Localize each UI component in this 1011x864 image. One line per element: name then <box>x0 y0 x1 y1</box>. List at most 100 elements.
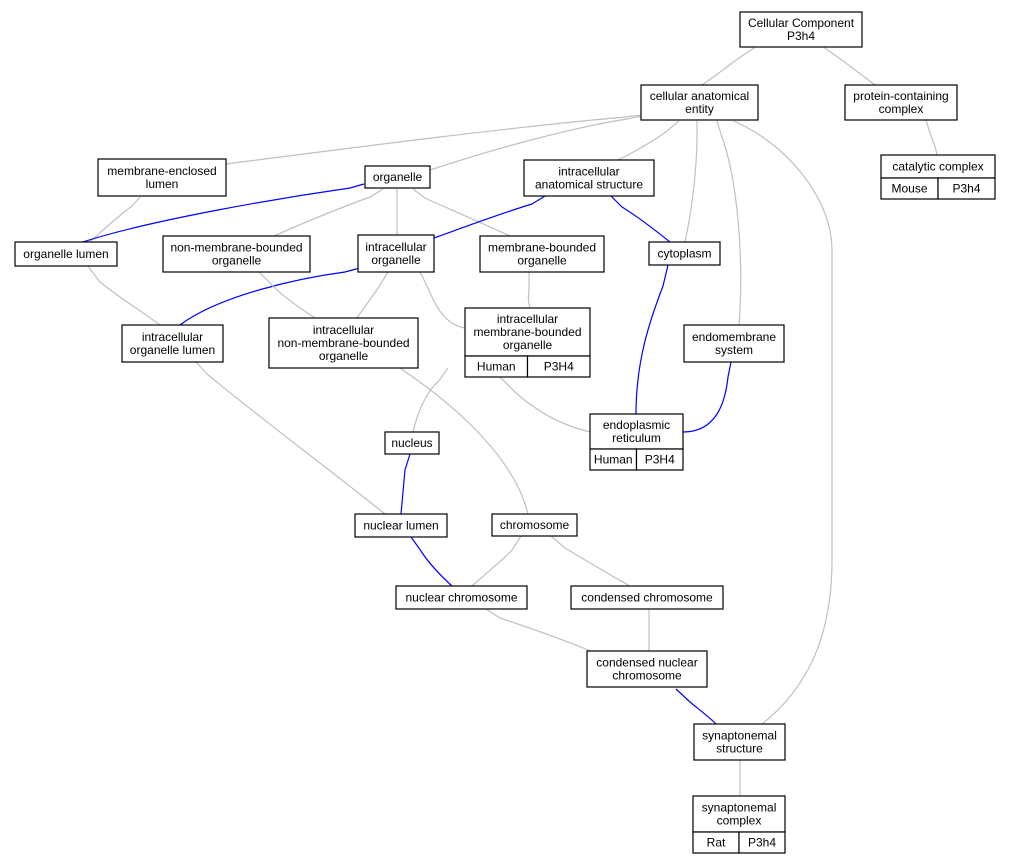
node-label: organelle <box>373 170 423 184</box>
edge-line <box>550 535 631 587</box>
node-box <box>739 11 863 48</box>
edge-line <box>684 121 698 243</box>
edge-line <box>485 608 601 656</box>
node-box <box>364 165 431 189</box>
node-chromosome[interactable]: chromosome <box>491 513 578 537</box>
edge-condensed-nuclear-chromosome-to-nuclear-chromosome <box>485 608 601 656</box>
node-nucleus[interactable]: nucleus <box>384 431 440 455</box>
node-label: catalytic complex <box>892 160 983 174</box>
node-label: nuclear chromosome <box>405 591 517 605</box>
node-nuclear-lumen[interactable]: nuclear lumen <box>354 513 448 538</box>
edge-line <box>635 264 669 415</box>
edge-line <box>89 196 141 243</box>
species-label: Human <box>477 360 516 374</box>
node-label: P3h4 <box>787 29 815 43</box>
edge-line <box>82 183 365 243</box>
edge-intracellular-organelle-lumen-to-intracellular-organelle <box>179 267 361 326</box>
edge-line <box>617 120 680 161</box>
species-label: Human <box>594 453 633 467</box>
node-box <box>683 324 785 363</box>
node-box <box>844 84 958 121</box>
edge-line <box>412 188 511 237</box>
edge-condensed-nuclear-chromosome-to-condensed-chromosome <box>648 609 650 651</box>
edge-line <box>527 272 531 309</box>
node-label: endoplasmic <box>603 418 670 432</box>
edge-intracellular-membrane-bounded-organelle-to-intracellular-organelle <box>419 271 466 329</box>
node-box <box>640 84 759 121</box>
gene-cell: P3h4 <box>738 831 786 854</box>
node-label: protein-containing <box>853 89 948 103</box>
gene-label: P3H4 <box>645 453 675 467</box>
node-label: entity <box>685 102 714 116</box>
node-box <box>523 159 655 197</box>
edge-line <box>433 195 546 239</box>
edge-nuclear-lumen-to-nucleus <box>400 453 411 515</box>
node-nuclear-chromosome[interactable]: nuclear chromosome <box>395 585 528 610</box>
node-box <box>586 650 708 688</box>
edge-synaptonemal-structure-to-condensed-nuclear-chromosome <box>675 688 717 725</box>
node-condensed-chromosome[interactable]: condensed chromosome <box>570 585 724 610</box>
node-box <box>479 235 605 273</box>
edge-line <box>412 367 449 433</box>
node-intracellular-membrane-bounded-organelle[interactable]: intracellularmembrane-boundedorganelleHu… <box>464 307 591 378</box>
node-label: intracellular <box>558 165 619 179</box>
node-label: reticulum <box>612 431 661 445</box>
edge-endoplasmic-reticulum-to-intracellular-membrane-bounded-organelle <box>499 376 591 433</box>
edge-line <box>701 45 758 86</box>
edge-line <box>356 271 389 319</box>
species-cell: Rat <box>692 831 740 854</box>
node-organelle-lumen[interactable]: organelle lumen <box>14 241 118 267</box>
node-label: chromosome <box>612 669 682 683</box>
edge-organelle-lumen-to-organelle <box>82 183 365 243</box>
node-cytoplasm[interactable]: cytoplasm <box>648 241 721 266</box>
edge-line <box>273 188 384 237</box>
node-label: organelle lumen <box>130 343 215 357</box>
node-intracellular-non-membrane-bounded-organelle[interactable]: intracellularnon-membrane-boundedorganel… <box>268 317 419 369</box>
edge-endoplasmic-reticulum-to-endomembrane-system <box>682 361 732 433</box>
gene-cell: P3H4 <box>526 355 591 378</box>
node-label: intracellular <box>365 240 426 254</box>
node-label: structure <box>716 742 763 756</box>
edge-intracellular-organelle-to-intracellular-anatomical-structure <box>433 195 546 239</box>
node-label: lumen <box>146 177 179 191</box>
node-label: complex <box>879 102 924 116</box>
edge-protein-containing-complex-to-cellular-component <box>821 45 876 86</box>
edge-organelle-lumen-to-membrane-enclosed-lumen <box>89 196 141 243</box>
edge-condensed-chromosome-to-chromosome <box>550 535 631 587</box>
node-box <box>14 241 118 267</box>
edge-line <box>179 267 361 326</box>
node-label: membrane-bounded <box>488 241 596 255</box>
node-label: membrane-enclosed <box>107 164 216 178</box>
edge-cellular-anatomical-entity-to-cellular-component <box>701 45 758 86</box>
edge-line <box>225 114 642 165</box>
edge-organelle-to-cellular-anatomical-entity <box>429 115 643 171</box>
edge-line <box>195 361 386 515</box>
node-organelle[interactable]: organelle <box>364 165 431 189</box>
gene-label: P3h4 <box>748 836 776 850</box>
species-cell: Mouse <box>880 177 939 200</box>
edge-line <box>410 536 453 587</box>
node-label: intracellular <box>313 323 374 337</box>
edge-intracellular-anatomical-structure-to-cellular-anatomical-entity <box>617 120 680 161</box>
edge-line <box>400 453 411 515</box>
edge-line <box>419 271 466 329</box>
node-label: organelle <box>517 254 567 268</box>
node-box <box>357 234 435 273</box>
